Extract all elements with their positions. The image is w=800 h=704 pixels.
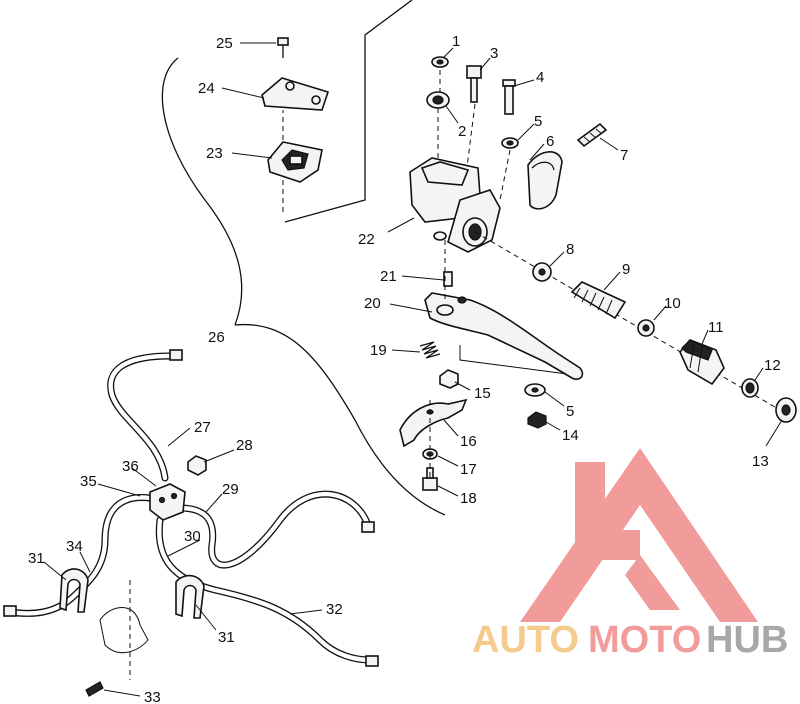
watermark-text-hub: HUB xyxy=(706,619,788,661)
washer-1 xyxy=(431,56,449,68)
fitting-27 xyxy=(169,349,183,361)
callout-6: 6 xyxy=(546,133,554,150)
callout-7: 7 xyxy=(620,147,628,164)
cap-13 xyxy=(775,397,797,423)
nut-14 xyxy=(527,411,547,429)
seal-2 xyxy=(426,91,450,109)
cover-24 xyxy=(261,77,330,111)
clip-31-left xyxy=(59,568,89,613)
callout-2: 2 xyxy=(458,123,466,140)
watermark-triangle-icon xyxy=(520,448,758,622)
lever-20 xyxy=(424,240,584,380)
callout-3: 3 xyxy=(490,45,498,62)
callout-11: 11 xyxy=(708,319,724,336)
callout-15: 15 xyxy=(474,385,491,402)
top-small-parts xyxy=(426,56,608,210)
callout-4: 4 xyxy=(536,69,544,86)
nut-15 xyxy=(439,369,459,389)
washer-8 xyxy=(532,262,552,282)
callout-31-right: 31 xyxy=(218,629,235,646)
diaphragm-23 xyxy=(267,141,323,183)
callout-25: 25 xyxy=(216,35,233,52)
watermark-text-moto: MOTO xyxy=(588,619,701,661)
callout-14: 14 xyxy=(562,427,579,444)
screw-25 xyxy=(277,37,289,58)
callout-labels: 1 2 3 4 5 6 7 8 9 10 11 12 13 14 5 15 16… xyxy=(28,33,781,704)
callout-33: 33 xyxy=(144,689,161,704)
piston-11 xyxy=(679,339,725,386)
callout-26: 26 xyxy=(208,329,225,346)
callout-24: 24 xyxy=(198,80,215,97)
boot-9 xyxy=(570,281,627,320)
callout-32: 32 xyxy=(326,601,343,618)
callout-35: 35 xyxy=(80,473,97,490)
washer-5-top xyxy=(501,137,519,149)
watermark-text-auto: AUTO xyxy=(472,619,579,661)
callout-1: 1 xyxy=(452,33,460,50)
callout-16: 16 xyxy=(460,433,477,450)
callout-13: 13 xyxy=(752,453,769,470)
washer-10 xyxy=(637,319,655,337)
washer-5-bottom xyxy=(524,383,546,397)
fitting-32 xyxy=(365,655,379,667)
fitting-29 xyxy=(361,521,375,533)
callout-8: 8 xyxy=(566,241,574,258)
leader-lines xyxy=(43,42,783,697)
callout-30: 30 xyxy=(184,528,201,545)
callout-28: 28 xyxy=(236,437,253,454)
bracket-16 xyxy=(399,398,468,448)
pin-4 xyxy=(502,79,516,115)
callout-22: 22 xyxy=(358,231,375,248)
callout-31-left: 31 xyxy=(28,550,45,567)
screw-7 xyxy=(576,122,608,148)
clip-31-right xyxy=(175,574,205,619)
master-cylinder-22 xyxy=(409,157,781,411)
callout-21: 21 xyxy=(380,268,397,285)
screw-33 xyxy=(85,681,104,697)
seal-12 xyxy=(741,378,759,398)
pivot-21 xyxy=(443,271,453,287)
clamp-6 xyxy=(527,151,563,210)
callout-34: 34 xyxy=(66,538,83,555)
watermark-logo: AUTO MOTO HUB xyxy=(472,448,788,661)
bleeder-28 xyxy=(187,455,207,476)
callout-17: 17 xyxy=(460,461,477,478)
hose-system xyxy=(3,349,379,697)
route-lines xyxy=(161,0,576,516)
reservoir-cover-group xyxy=(261,37,330,183)
callout-10: 10 xyxy=(664,295,681,312)
callout-27: 27 xyxy=(194,419,211,436)
bolt-3 xyxy=(466,65,482,103)
junction-block-36 xyxy=(149,483,186,521)
fitting-31 xyxy=(3,605,17,617)
callout-18: 18 xyxy=(460,490,477,507)
callout-5: 5 xyxy=(534,113,542,130)
callout-5-lower: 5 xyxy=(566,403,574,420)
callout-29: 29 xyxy=(222,481,239,498)
callout-20: 20 xyxy=(364,295,381,312)
callout-19: 19 xyxy=(370,342,387,359)
callout-23: 23 xyxy=(206,145,223,162)
callout-9: 9 xyxy=(622,261,630,278)
callout-12: 12 xyxy=(764,357,781,374)
callout-36: 36 xyxy=(122,458,139,475)
bolt-18 xyxy=(422,467,438,491)
spring-19 xyxy=(419,341,441,359)
